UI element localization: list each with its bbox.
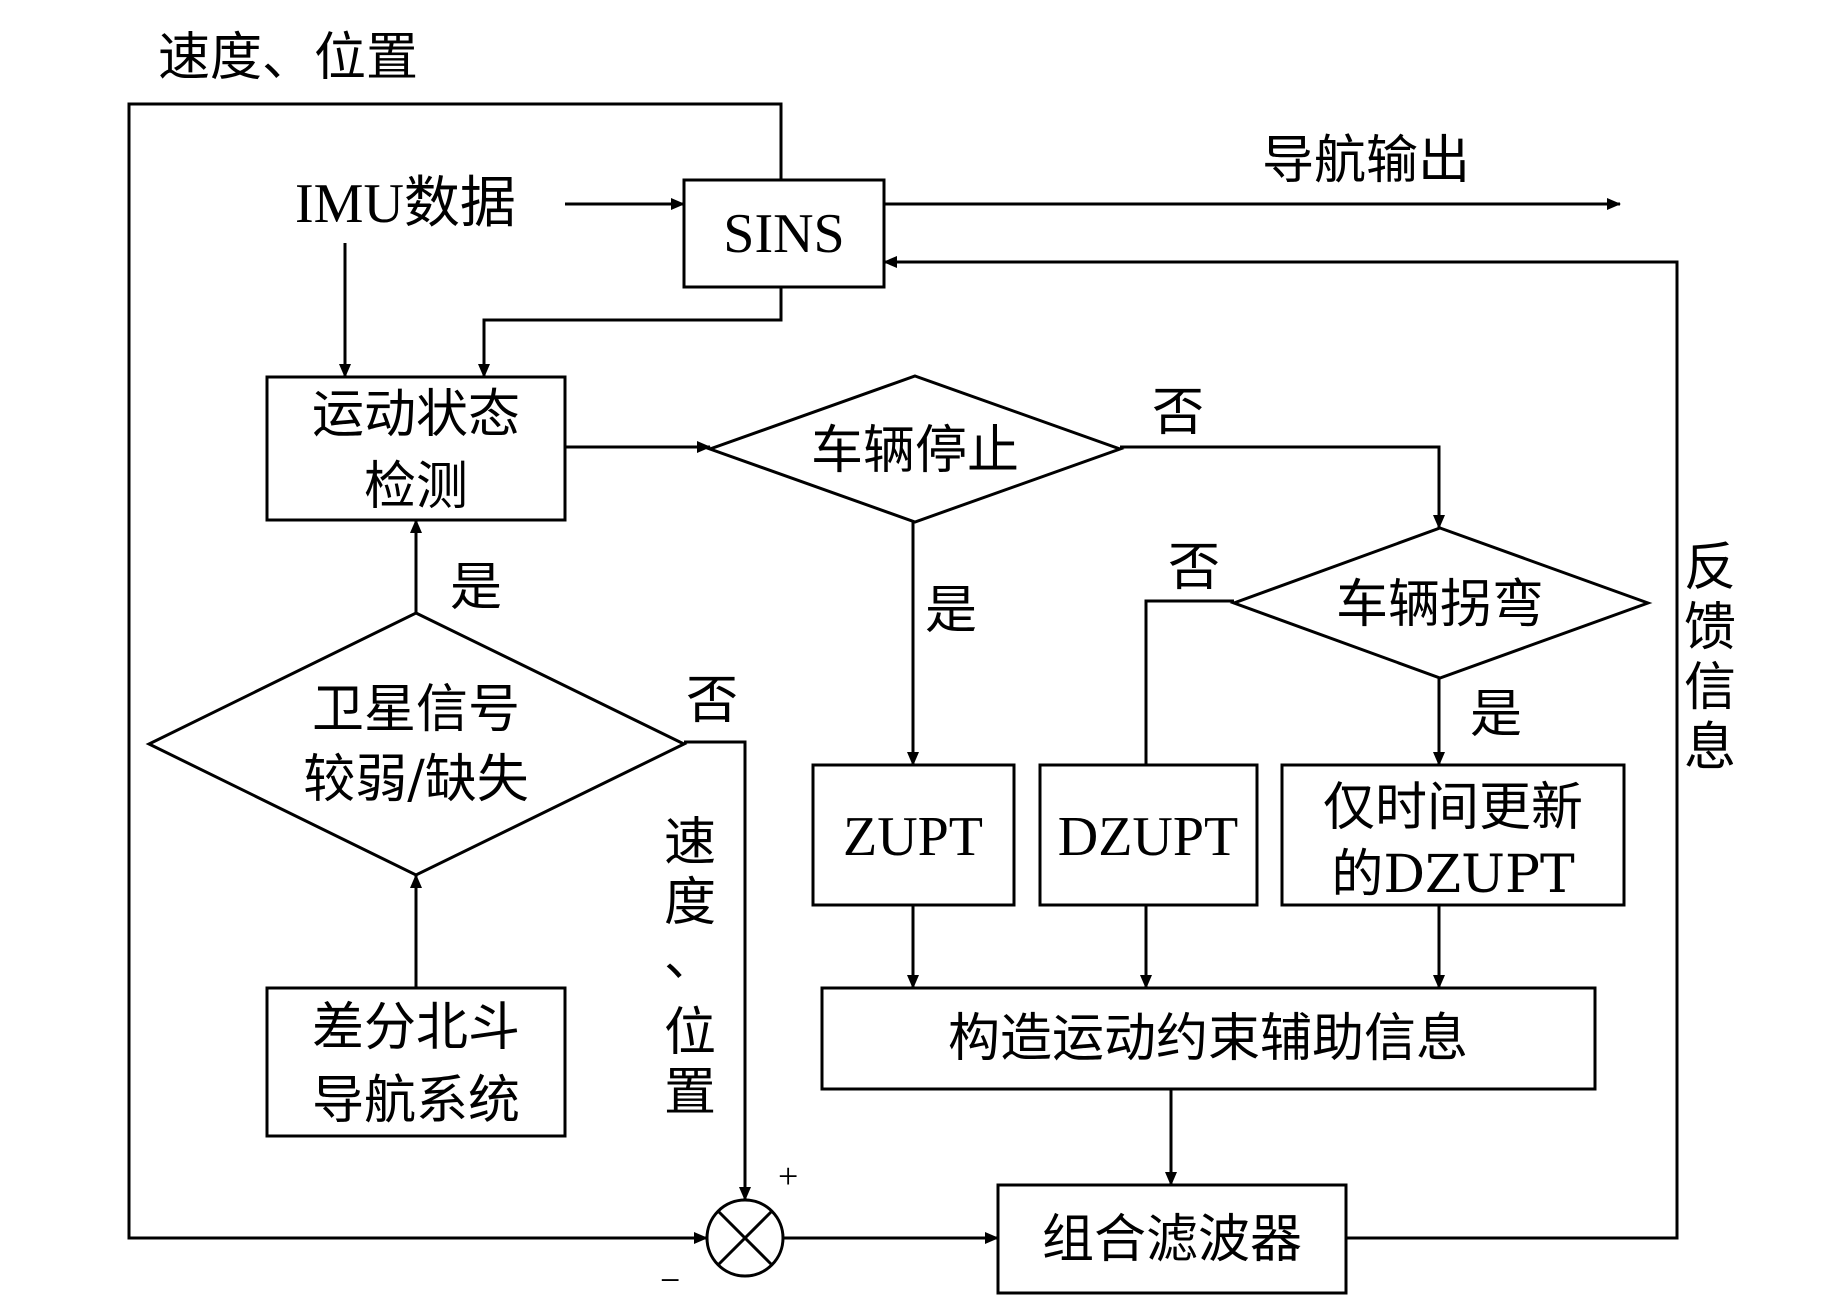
svg-text:信: 信 [1684, 658, 1736, 718]
imu-data-label: IMU数据 [295, 173, 516, 235]
top-velocity-position-label: 速度、位置 [158, 28, 418, 88]
sins-box [682, 178, 886, 289]
svg-text:反: 反 [1684, 538, 1736, 598]
constraint-info-label: 构造运动约束辅助信息 [948, 1009, 1468, 1069]
dzupt-box [1038, 763, 1259, 907]
svg-text:馈: 馈 [1684, 598, 1736, 658]
arrow-sins-loop-to-junction [127, 102, 783, 1244]
constraint-info-box [820, 986, 1597, 1091]
yes-label-stop: 是 [925, 581, 977, 641]
yes-label-turn: 是 [1470, 685, 1522, 745]
line-turn-no-to-dzupt [1144, 599, 1234, 765]
no-label-turn: 否 [1168, 538, 1220, 598]
vehicle-stop-label: 车辆停止 [811, 421, 1019, 481]
summing-junction [705, 1198, 785, 1278]
satellite-weak-line1: 卫星信号 [312, 680, 520, 740]
zupt-label: ZUPT [843, 806, 983, 868]
svg-text:位: 位 [664, 1003, 716, 1063]
time-update-dzupt-line2: 的DZUPT [1331, 845, 1575, 905]
sins-label: SINS [723, 203, 844, 265]
arrow-satellite-no-to-junction [684, 740, 751, 1201]
yes-label-satellite: 是 [450, 558, 502, 618]
arrow-feedback-to-sins [883, 256, 1679, 1240]
svg-text:、: 、 [664, 928, 716, 988]
satellite-weak-diamond [145, 611, 688, 877]
vehicle-stop-diamond [705, 374, 1125, 524]
satellite-weak-line2: 较弱/缺失 [303, 750, 529, 810]
time-update-dzupt-box [1280, 763, 1626, 907]
plus-sign: + [778, 1156, 798, 1196]
side-velocity-position-label: 速 度 、 位 置 [664, 813, 716, 1123]
minus-sign: − [660, 1260, 680, 1299]
motion-detect-line1: 运动状态 [312, 385, 520, 445]
arrow-sins-to-detect [478, 287, 783, 378]
vehicle-turn-label: 车辆拐弯 [1336, 575, 1544, 635]
svg-text:息: 息 [1684, 718, 1736, 778]
time-update-dzupt-line1: 仅时间更新 [1323, 778, 1583, 838]
feedback-info-label: 反 馈 信 息 [1684, 538, 1736, 778]
motion-detect-box [265, 375, 567, 522]
dgnss-line2: 导航系统 [312, 1071, 520, 1131]
no-label-satellite: 否 [686, 671, 738, 731]
nav-output-label: 导航输出 [1262, 131, 1470, 191]
svg-text:速: 速 [664, 813, 716, 873]
dgnss-line1: 差分北斗 [312, 998, 520, 1058]
svg-text:度: 度 [664, 873, 716, 933]
dzupt-label: DZUPT [1058, 806, 1238, 868]
motion-detect-line2: 检测 [364, 457, 468, 517]
no-label-stop: 否 [1152, 383, 1204, 443]
filter-label: 组合滤波器 [1042, 1210, 1302, 1270]
arrow-stop-no-to-turn [1120, 445, 1445, 529]
dgnss-box [265, 986, 567, 1138]
svg-text:置: 置 [664, 1063, 716, 1123]
